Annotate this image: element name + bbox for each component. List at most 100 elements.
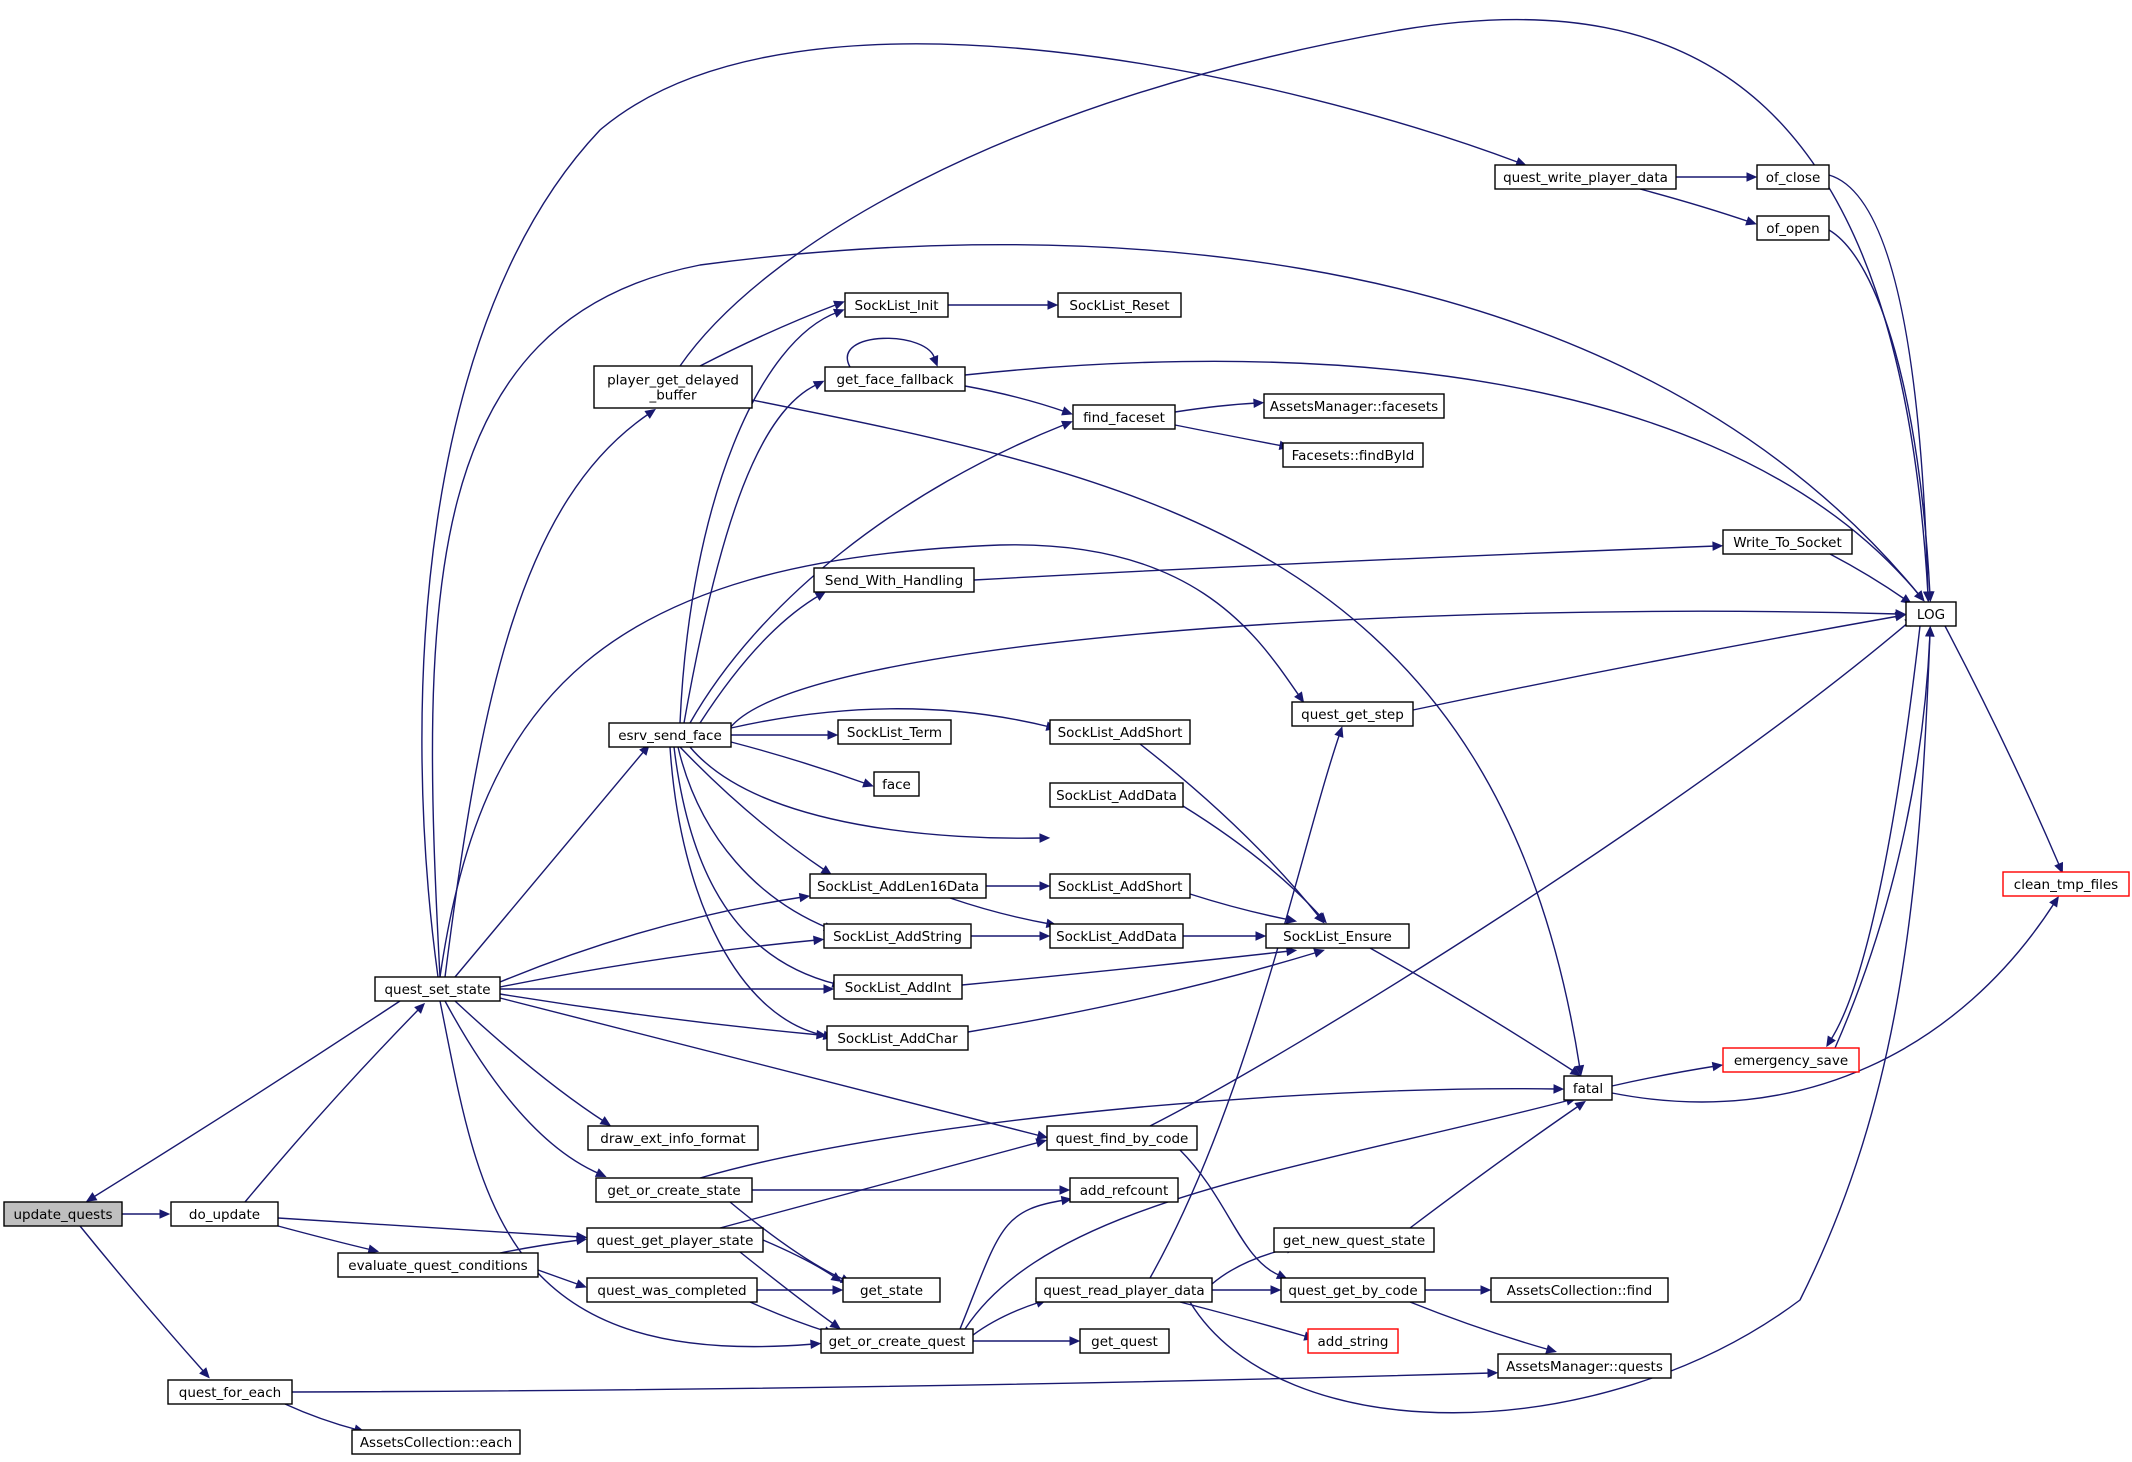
- node-quest_get_step[interactable]: quest_get_step: [1291, 701, 1414, 727]
- node-SockList_AddShort_1[interactable]: SockList_AddShort: [1049, 719, 1191, 745]
- node-quest_write_player_data[interactable]: quest_write_player_data: [1494, 164, 1677, 190]
- node-SockList_Ensure[interactable]: SockList_Ensure: [1265, 923, 1410, 949]
- edge-line: [444, 412, 651, 978]
- arrowhead-icon: [1270, 1285, 1282, 1295]
- node-SockList_AddLen16Data[interactable]: SockList_AddLen16Data: [809, 873, 987, 899]
- node-evaluate_quest_conditions[interactable]: evaluate_quest_conditions: [337, 1252, 539, 1278]
- node-get_new_quest_state[interactable]: get_new_quest_state: [1273, 1227, 1435, 1253]
- arrowhead-icon: [1487, 1368, 1499, 1378]
- node-face[interactable]: face: [873, 771, 920, 797]
- node-AssetsManager_facesets[interactable]: AssetsManager::facesets: [1263, 393, 1445, 419]
- edge-line: [673, 746, 837, 985]
- node-quest_for_each[interactable]: quest_for_each: [167, 1379, 293, 1405]
- node-clean_tmp_files[interactable]: clean_tmp_files: [2002, 871, 2130, 897]
- edge-line: [1829, 625, 1921, 1042]
- edge-quest_set_state-to-update_quests: [85, 1000, 401, 1202]
- node-Facesets_findById[interactable]: Facesets::findById: [1282, 442, 1424, 468]
- node-label: AssetsCollection::find: [1507, 1283, 1652, 1299]
- node-SockList_Init[interactable]: SockList_Init: [844, 292, 949, 318]
- edge-quest_write_player_data-to-of_open: [1639, 188, 1757, 226]
- edge-SockList_AddLen16Data-to-SockList_AddShort_2: [986, 881, 1051, 891]
- node-label: get_state: [860, 1283, 923, 1299]
- edge-quest_set_state-to-get_or_create_state: [444, 1000, 607, 1177]
- node-SockList_Term[interactable]: SockList_Term: [837, 719, 952, 745]
- node-quest_find_by_code[interactable]: quest_find_by_code: [1046, 1125, 1198, 1151]
- node-SockList_AddChar[interactable]: SockList_AddChar: [826, 1025, 969, 1051]
- node-SockList_AddShort_2[interactable]: SockList_AddShort: [1049, 873, 1191, 899]
- node-box: [813, 567, 975, 593]
- node-get_or_create_state[interactable]: get_or_create_state: [595, 1177, 753, 1203]
- edge-line: [454, 749, 646, 978]
- node-do_update[interactable]: do_update: [170, 1201, 279, 1227]
- arrowhead-icon: [1826, 1035, 1836, 1048]
- node-get_or_create_quest[interactable]: get_or_create_quest: [820, 1328, 974, 1354]
- node-fatal[interactable]: fatal: [1563, 1075, 1613, 1101]
- edge-line: [454, 1000, 606, 1123]
- edge-SockList_AddData_2-to-SockList_Ensure: [1183, 931, 1267, 941]
- arrowhead-icon: [1294, 691, 1305, 703]
- node-AssetsCollection_each[interactable]: AssetsCollection::each: [351, 1429, 521, 1455]
- arrowhead-icon: [1574, 1064, 1585, 1077]
- node-AssetsManager_quests[interactable]: AssetsManager::quests: [1497, 1353, 1672, 1379]
- node-label: get_face_fallback: [836, 372, 953, 388]
- node-label: SockList_Reset: [1069, 298, 1169, 314]
- node-esrv_send_face[interactable]: esrv_send_face: [608, 722, 732, 748]
- node-quest_read_player_data[interactable]: quest_read_player_data: [1035, 1277, 1213, 1303]
- arrowhead-icon: [827, 730, 839, 740]
- node-quest_get_by_code[interactable]: quest_get_by_code: [1280, 1277, 1426, 1303]
- node-box: [1905, 601, 1957, 627]
- node-Send_With_Handling[interactable]: Send_With_Handling: [813, 567, 975, 593]
- node-SockList_AddString[interactable]: SockList_AddString: [823, 923, 972, 949]
- edge-esrv_send_face-to-Send_With_Handling: [699, 591, 827, 724]
- node-box: [374, 976, 501, 1002]
- arrowhead-icon: [85, 1192, 98, 1202]
- node-quest_set_state[interactable]: quest_set_state: [374, 976, 501, 1002]
- node-get_face_fallback[interactable]: get_face_fallback: [824, 366, 966, 392]
- node-label: SockList_AddString: [833, 929, 962, 945]
- node-add_refcount[interactable]: add_refcount: [1069, 1177, 1179, 1203]
- node-of_close[interactable]: of_close: [1756, 164, 1830, 190]
- node-box: [587, 1125, 759, 1151]
- node-LOG[interactable]: LOG: [1905, 601, 1957, 627]
- edge-update_quests-to-do_update: [122, 1209, 171, 1219]
- node-box: [1563, 1075, 1613, 1101]
- node-player_get_delayed_buffer[interactable]: player_get_delayed_buffer: [593, 365, 753, 409]
- edge-SockList_AddShort_2-to-SockList_Ensure: [1189, 893, 1298, 924]
- node-quest_get_player_state[interactable]: quest_get_player_state: [586, 1227, 764, 1253]
- node-box: [2002, 871, 2130, 897]
- edge-esrv_send_face-to-SockList_AddData_1: [689, 746, 1051, 843]
- node-SockList_AddData_2[interactable]: SockList_AddData: [1049, 923, 1184, 949]
- node-label: _buffer: [648, 388, 696, 404]
- edge-line: [244, 1007, 421, 1203]
- arrowhead-icon: [1711, 1061, 1724, 1072]
- node-get_state[interactable]: get_state: [842, 1277, 941, 1303]
- edge-line: [961, 950, 1291, 986]
- edge-line: [1611, 1065, 1717, 1087]
- node-of_open[interactable]: of_open: [1756, 215, 1830, 241]
- node-box: [1072, 404, 1176, 430]
- node-draw_ext_info_format[interactable]: draw_ext_info_format: [587, 1125, 759, 1151]
- node-get_quest[interactable]: get_quest: [1079, 1328, 1170, 1354]
- node-quest_was_completed[interactable]: quest_was_completed: [586, 1277, 758, 1303]
- edge-line: [730, 741, 868, 785]
- node-update_quests[interactable]: update_quests: [3, 1201, 123, 1227]
- node-label: face: [882, 777, 911, 793]
- edge-line: [1179, 1301, 1309, 1338]
- node-label: draw_ext_info_format: [600, 1131, 745, 1147]
- node-SockList_AddInt[interactable]: SockList_AddInt: [833, 974, 963, 1000]
- node-add_string[interactable]: add_string: [1307, 1328, 1399, 1354]
- arrowhead-icon: [1035, 1138, 1047, 1148]
- node-SockList_AddData_1[interactable]: SockList_AddData: [1049, 782, 1184, 808]
- node-Write_To_Socket[interactable]: Write_To_Socket: [1722, 529, 1853, 555]
- edge-player_get_delayed_buffer-to-fatal: [751, 399, 1585, 1077]
- edge-quest_for_each-to-AssetsManager_quests: [291, 1368, 1499, 1393]
- edge-line: [730, 708, 1051, 729]
- node-emergency_save[interactable]: emergency_save: [1722, 1047, 1860, 1073]
- arrowhead-icon: [1253, 398, 1265, 408]
- node-label: SockList_Term: [847, 725, 942, 741]
- edge-esrv_send_face-to-get_face_fallback: [683, 380, 825, 724]
- node-find_faceset[interactable]: find_faceset: [1072, 404, 1176, 430]
- node-AssetsCollection_find[interactable]: AssetsCollection::find: [1490, 1277, 1669, 1303]
- node-box: [1282, 442, 1424, 468]
- node-SockList_Reset[interactable]: SockList_Reset: [1057, 292, 1182, 318]
